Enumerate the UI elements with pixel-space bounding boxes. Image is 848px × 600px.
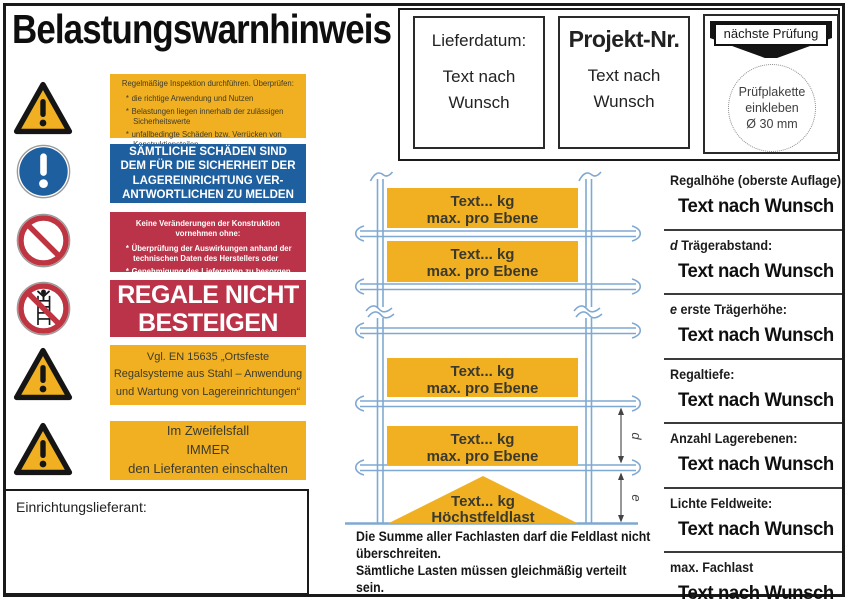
no-modification-bullet: *Überprüfung der Auswirkungen anhand der… [125,242,292,263]
project-number-value: Text nach Wunsch [587,66,661,112]
svg-text:e: e [629,494,644,501]
no-modification-title: Keine Veränderungen der Konstruktion vor… [135,218,280,238]
no-modification-box: Keine Veränderungen der Konstruktion vor… [110,212,306,276]
dimension-d: d [618,407,644,464]
spec-row-traegerabstand: d Trägerabstand: Text nach Wunsch [664,231,842,295]
spec-row-fachlast: max. Fachlast Text nach Wunsch [664,553,842,600]
no-modification-bullet: *Genehmigung des Lieferanten zu besorgen [125,266,291,277]
svg-text:Text... kg: Text... kg [451,431,515,448]
spec-row-feldweite: Lichte Feldweite: Text nach Wunsch [664,489,842,553]
warning-triangle-icon [13,346,73,402]
svg-text:Text... kg: Text... kg [451,493,515,510]
next-inspection-label: nächste Prüfung [714,23,828,46]
svg-text:Text... kg: Text... kg [451,363,515,380]
inspection-bullet: *Belastungen liegen innerhalb der zuläss… [125,106,284,127]
project-number-box: Projekt-Nr. Text nach Wunsch [558,16,690,149]
delivery-date-value: Text nach Wunsch [442,67,516,113]
spec-row-lagerebenen: Anzahl Lagerebenen: Text nach Wunsch [664,424,842,489]
warning-triangle-icon [13,421,73,477]
rack-field-load-triangle: Text... kg Höchstfeldlast [388,476,578,526]
rack-diagram: Text... kg max. pro Ebene Text... kg max… [340,165,665,535]
load-sum-note: Die Summe aller Fachlasten darf die Feld… [356,528,651,596]
header-outer-box: Lieferdatum: Text nach Wunsch Projekt-Nr… [398,8,840,161]
svg-text:Text... kg: Text... kg [451,193,515,210]
svg-text:max. pro Ebene: max. pro Ebene [427,210,539,227]
no-climbing-icon [16,281,71,336]
inspection-sticker-circle: Prüfplakette einkleben Ø 30 mm [728,64,816,152]
svg-text:Höchstfeldlast: Höchstfeldlast [431,509,534,526]
inspection-title: Regelmäßige Inspektion durchführen. Über… [121,78,294,88]
svg-text:Text... kg: Text... kg [451,246,515,263]
inspection-bullet: *die richtige Anwendung und Nutzen [125,92,254,103]
spec-row-regalhoehe: Regalhöhe (oberste Auflage): Text nach W… [664,166,845,231]
rack-level-labels: Text... kg max. pro Ebene Text... kg max… [387,188,578,465]
rack-uprights [365,171,603,524]
delivery-date-label: Lieferdatum: [431,31,527,50]
svg-text:d: d [629,432,644,440]
delivery-date-box: Lieferdatum: Text nach Wunsch [413,16,545,149]
norm-reference-box: Vgl. EN 15635 „Ortsfeste Regalsysteme au… [110,345,306,405]
mandatory-exclamation-icon [16,144,71,199]
warning-triangle-icon [13,80,73,136]
next-inspection-box: nächste Prüfung Prüfplakette einkleben Ø… [703,14,839,154]
inspection-warning-box: Regelmäßige Inspektion durchführen. Über… [110,74,306,149]
do-not-climb-box: REGALE NICHT BESTEIGEN [110,280,306,337]
svg-text:max. pro Ebene: max. pro Ebene [427,263,539,280]
damage-report-box: SÄMTLICHE SCHÄDEN SIND DEM FÜR DIE SICHE… [110,144,306,203]
project-number-label: Projekt-Nr. [568,26,680,52]
spec-list: Regalhöhe (oberste Auflage): Text nach W… [664,166,845,600]
supplier-box: Einrichtungslieferant: [3,489,309,595]
doubt-call-supplier-box: Im Zweifelsfall IMMER den Lieferanten ei… [110,421,306,480]
supplier-label: Einrichtungslieferant: [16,499,147,515]
prohibition-icon [16,213,71,268]
svg-text:max. pro Ebene: max. pro Ebene [427,380,539,397]
spec-row-traegerhoehe: e erste Trägerhöhe: Text nach Wunsch [664,295,842,360]
page-title: Belastungswarnhinweis [12,6,392,52]
spec-row-regaltiefe: Regaltiefe: Text nach Wunsch [664,360,842,424]
dimension-e: e [618,472,644,523]
svg-text:max. pro Ebene: max. pro Ebene [427,448,539,465]
